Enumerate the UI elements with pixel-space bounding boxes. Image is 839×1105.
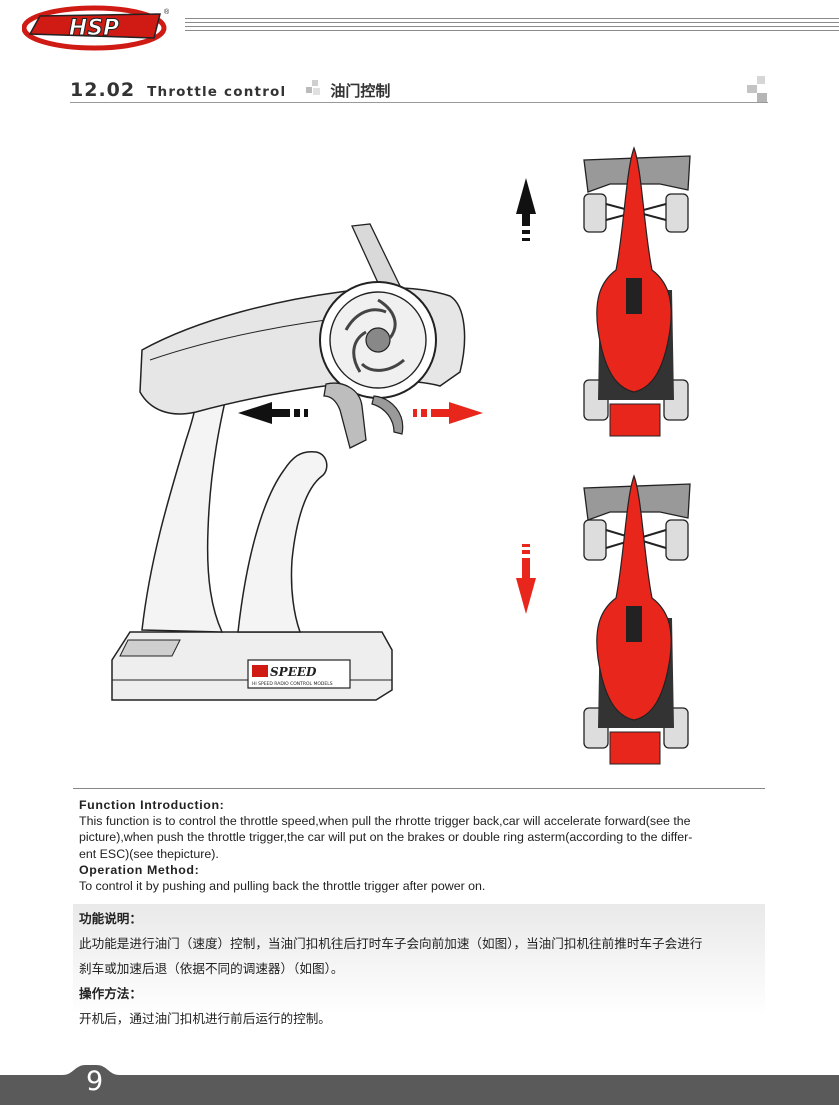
header-rule-lines	[185, 18, 839, 34]
reverse-arrow-icon	[516, 544, 536, 614]
section-title-en: Throttle control	[147, 84, 287, 100]
brand-subtitle: HI SPEED RADIO CONTROL MODELS	[252, 681, 333, 687]
page-number: 9	[86, 1066, 104, 1097]
f1-car-forward-image	[583, 146, 691, 437]
f1-car-reverse-image	[583, 474, 691, 765]
section-heading: 12.02 Throttle control 油门控制	[70, 78, 390, 102]
english-description: Function Introduction: This function is …	[79, 797, 779, 894]
throttle-illustration: SPEED HI SPEED RADIO CONTROL MODELS	[111, 146, 691, 765]
pull-arrow-icon	[238, 402, 308, 424]
function-intro-line-3: ent ESC)(see thepicture).	[79, 846, 219, 861]
logo-text: HSP	[69, 16, 119, 41]
section-number: 12.02	[70, 79, 136, 101]
mosaic-icon	[304, 80, 322, 98]
registered-mark: ®	[164, 8, 170, 16]
title-underline	[70, 102, 768, 103]
section-title-cn: 油门控制	[330, 82, 391, 100]
brand-text: SPEED	[270, 665, 317, 679]
corner-mosaic-icon	[747, 76, 769, 102]
footer-bar	[0, 1065, 839, 1105]
forward-arrow-icon	[516, 178, 536, 241]
function-intro-line-1: This function is to control the throttle…	[79, 814, 691, 829]
operation-method-heading: Operation Method:	[79, 862, 200, 877]
cn-function-heading: 功能说明：	[79, 912, 142, 926]
transmitter-image: SPEED HI SPEED RADIO CONTROL MODELS	[111, 223, 466, 701]
operation-method-text: To control it by pushing and pulling bac…	[79, 879, 486, 894]
hsp-logo: HSP ®	[22, 5, 170, 51]
function-intro-line-2: picture),when push the throttle trigger,…	[79, 830, 693, 845]
cn-function-line-1: 此功能是进行油门（速度）控制，当油门扣机往后打时车子会向前加速（如图），当油门扣…	[79, 937, 703, 951]
function-intro-heading: Function Introduction:	[79, 798, 225, 812]
cn-operation-heading: 操作方法：	[79, 987, 142, 1001]
cn-operation-text: 开机后，通过油门扣机进行前后运行的控制。	[79, 1012, 331, 1026]
text-divider	[73, 788, 765, 789]
chinese-description-box	[73, 904, 765, 1016]
chinese-description: 功能说明： 此功能是进行油门（速度）控制，当油门扣机往后打时车子会向前加速（如图…	[79, 907, 769, 1032]
cn-function-line-2: 刹车或加速后退（依据不同的调速器）（如图）。	[79, 962, 344, 976]
push-arrow-icon	[413, 402, 483, 424]
